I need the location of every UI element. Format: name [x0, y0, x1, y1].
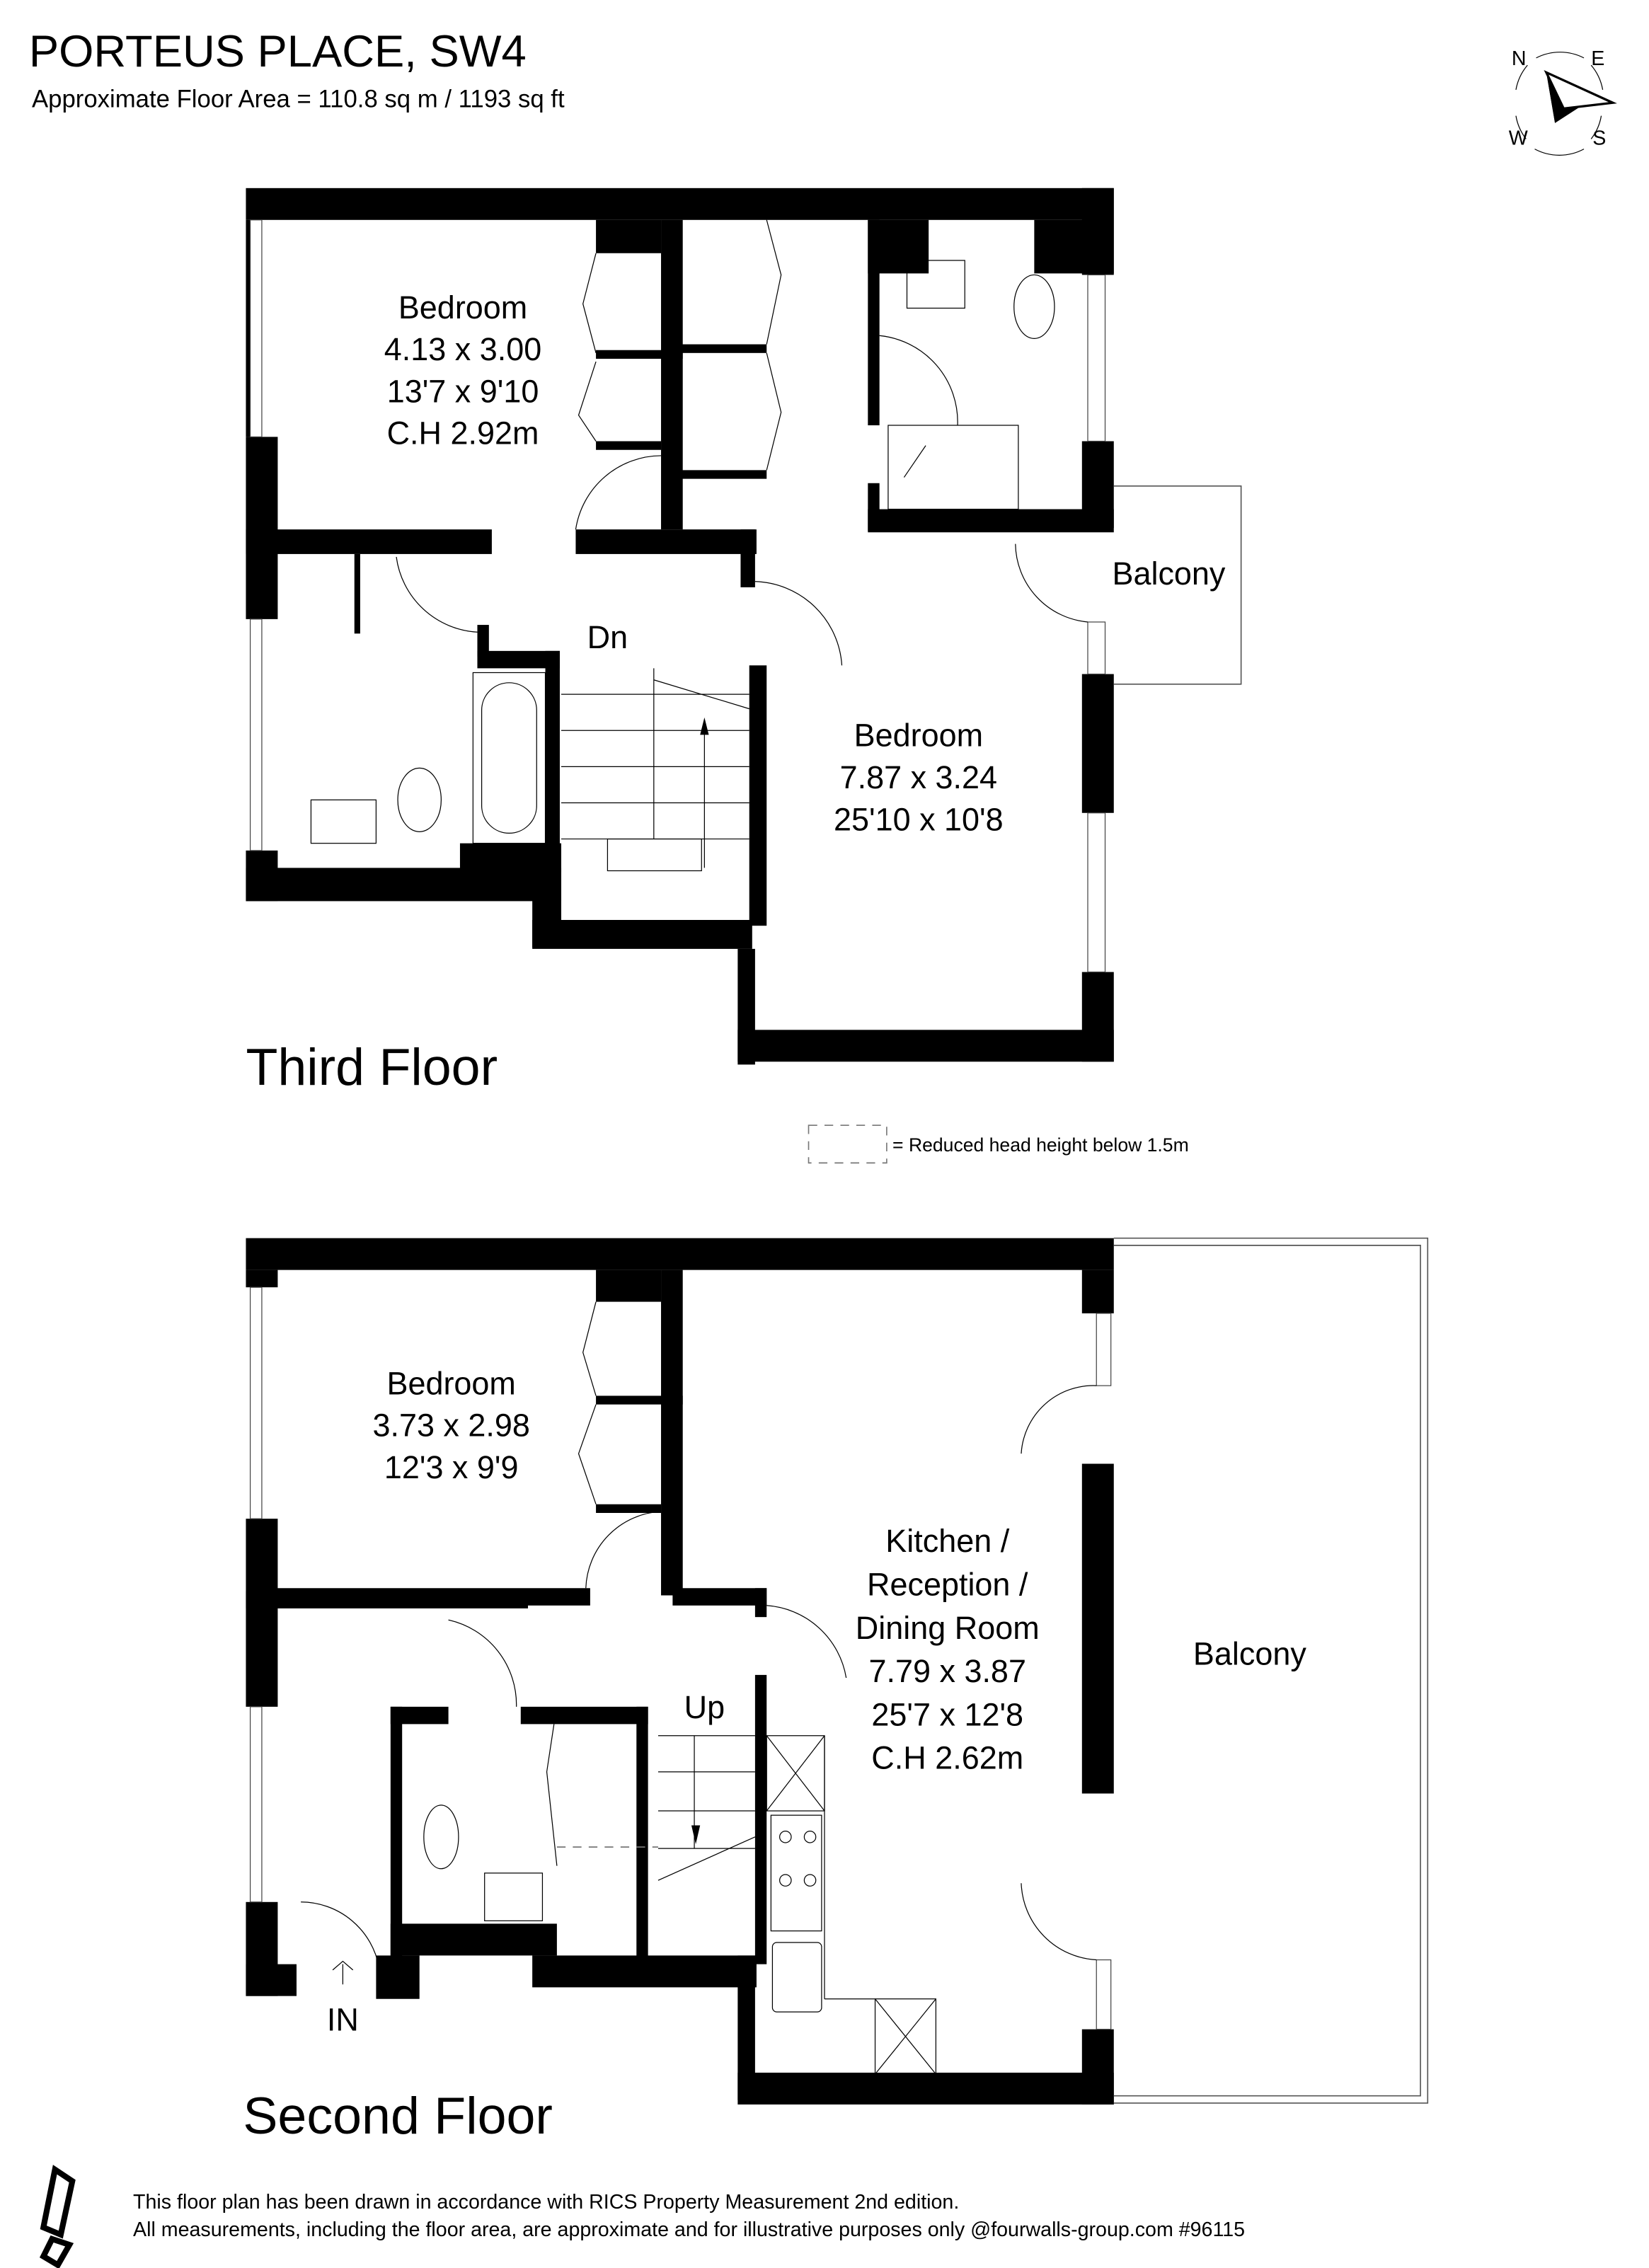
- room-label-balcony-2f: Balcony: [1193, 1636, 1306, 1672]
- svg-text:7.79 x 3.87: 7.79 x 3.87: [869, 1653, 1026, 1689]
- svg-text:25'10 x 10'8: 25'10 x 10'8: [834, 801, 1004, 837]
- svg-text:E: E: [1591, 47, 1604, 70]
- stairs: [556, 1735, 756, 1881]
- entrance-label: IN: [327, 2002, 359, 2038]
- third-floor-plan: Bedroom 4.13 x 3.00 13'7 x 9'10 C.H 2.92…: [246, 188, 1242, 1096]
- room-label-bedroom-3: Bedroom 3.73 x 2.98 12'3 x 9'9: [372, 1365, 529, 1485]
- floor-area-subtitle: Approximate Floor Area = 110.8 sq m / 11…: [32, 86, 565, 113]
- room-label-balcony-3f: Balcony: [1112, 556, 1225, 592]
- page-title: PORTEUS PLACE, SW4: [29, 27, 527, 76]
- svg-text:12'3 x 9'9: 12'3 x 9'9: [384, 1449, 519, 1485]
- footer-disclaimer-line-1: This floor plan has been drawn in accord…: [133, 2191, 959, 2214]
- compass-rose-icon: N E W S: [1509, 47, 1617, 156]
- svg-text:Kitchen /: Kitchen /: [885, 1523, 1009, 1559]
- svg-text:Dining Room: Dining Room: [856, 1610, 1040, 1646]
- svg-text:Bedroom: Bedroom: [386, 1365, 515, 1401]
- dashed-box-icon: [808, 1124, 887, 1164]
- svg-text:C.H 2.92m: C.H 2.92m: [387, 415, 539, 451]
- fourwalls-logo-icon: [39, 2165, 76, 2268]
- svg-text:= Reduced head height below 1.: = Reduced head height below 1.5m: [892, 1134, 1189, 1156]
- stairs: [561, 668, 749, 872]
- svg-text:Bedroom: Bedroom: [854, 718, 983, 754]
- legend: = Reduced head height below 1.5m: [808, 1124, 1189, 1164]
- floor-label-second: Second Floor: [243, 2086, 553, 2145]
- svg-text:C.H 2.62m: C.H 2.62m: [871, 1740, 1023, 1776]
- svg-text:13'7 x 9'10: 13'7 x 9'10: [387, 373, 539, 409]
- svg-text:4.13 x 3.00: 4.13 x 3.00: [384, 331, 541, 367]
- svg-text:7.87 x 3.24: 7.87 x 3.24: [840, 759, 997, 795]
- room-label-bedroom-2: Bedroom 7.87 x 3.24 25'10 x 10'8: [834, 718, 1004, 838]
- room-label-bedroom-1: Bedroom 4.13 x 3.00 13'7 x 9'10 C.H 2.92…: [384, 289, 541, 451]
- svg-text:Bedroom: Bedroom: [398, 289, 527, 326]
- svg-text:25'7 x 12'8: 25'7 x 12'8: [871, 1696, 1023, 1732]
- footer-disclaimer-line-2: All measurements, including the floor ar…: [133, 2218, 1245, 2241]
- svg-text:Reception /: Reception /: [867, 1566, 1028, 1602]
- svg-text:3.73 x 2.98: 3.73 x 2.98: [372, 1408, 529, 1444]
- room-label-kitchen-reception: Kitchen / Reception / Dining Room 7.79 x…: [856, 1523, 1040, 1776]
- second-floor-plan: IN Bedroom 3.73 x 2.98 12'3 x 9'9 Kitche…: [243, 1237, 1429, 2145]
- svg-text:N: N: [1512, 47, 1527, 70]
- stairs-down-label: Dn: [587, 619, 628, 655]
- stairs-up-label: Up: [684, 1689, 725, 1725]
- svg-text:S: S: [1592, 127, 1606, 150]
- svg-text:W: W: [1509, 127, 1528, 150]
- floor-label-third: Third Floor: [246, 1037, 498, 1096]
